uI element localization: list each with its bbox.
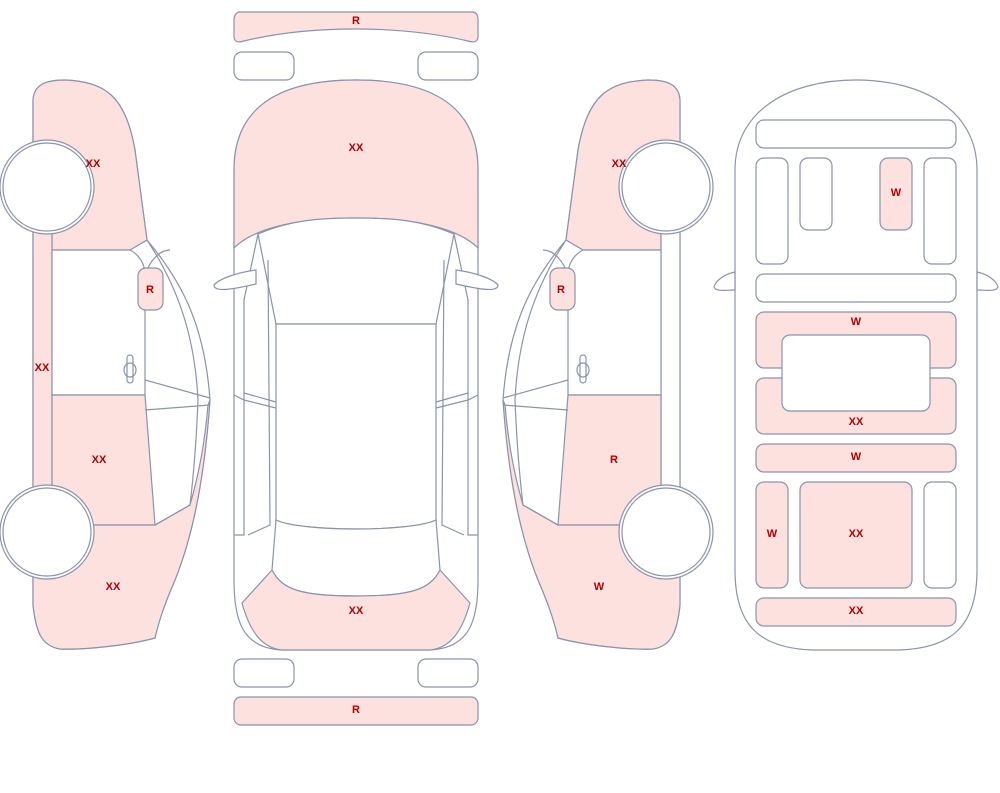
trunk-edge-label: W [851,451,862,463]
left-sill[interactable] [32,231,53,526]
interior-left-mirror[interactable] [713,271,736,291]
trunk-left-side-label: W [767,528,778,540]
rear-right-taillight[interactable] [417,658,479,688]
left-sill-label: XX [35,362,50,374]
rear-right-seat-label: W [891,187,902,199]
left-front-wheel[interactable] [2,142,92,232]
front-right-seat[interactable] [879,157,913,231]
top-view: R XX XX R [213,11,499,726]
interior-right-mirror[interactable] [976,271,999,291]
top-right-mirror[interactable] [455,269,499,290]
right-rear-quarter[interactable] [502,399,681,650]
right-sill[interactable] [660,231,681,526]
right-side-view [502,79,714,650]
rear-panel[interactable] [755,597,957,627]
rear-window[interactable] [271,519,441,597]
front-left-door-trim[interactable] [755,157,789,265]
left-front-door[interactable] [51,249,146,396]
trunk-floor[interactable] [799,481,913,589]
left-mirror-label: R [146,284,154,296]
right-front-wheel[interactable] [621,142,711,232]
front-left-seat[interactable] [799,157,833,231]
trunk-left-side[interactable] [755,481,789,589]
left-rear-wheel[interactable] [2,487,92,577]
right-mirror[interactable] [549,267,576,311]
left-mirror[interactable] [137,267,164,311]
right-front-fender-label: XX [612,158,627,170]
right-door-handle [579,354,587,384]
rear-seat[interactable] [781,334,931,412]
right-rear-wheel[interactable] [621,487,711,577]
trunk[interactable] [241,568,471,651]
left-front-fender-label: XX [86,158,101,170]
floor-front-label: W [851,316,862,328]
windshield[interactable] [257,217,455,325]
left-rear-quarter[interactable] [32,399,211,650]
roof[interactable] [275,323,437,533]
trunk-edge[interactable] [755,443,957,473]
left-rear-door-label: XX [92,454,107,466]
trunk-floor-label: XX [849,528,864,540]
left-rear-quarter-label: XX [106,581,121,593]
rear-bumper[interactable] [233,696,479,726]
front-bumper-label: R [352,15,360,27]
rear-left-taillight[interactable] [233,658,295,688]
front-bumper[interactable] [233,11,479,43]
right-rear-door-label: R [610,454,618,466]
rear-bumper-label: R [352,704,360,716]
right-mirror-label: R [557,284,565,296]
interior-view: W W XX W W XX XX [713,79,999,651]
floor-rear-label: XX [849,416,864,428]
top-left-mirror[interactable] [213,269,257,290]
front-right-headlight[interactable] [417,51,479,81]
hood-label: XX [349,142,364,154]
left-door-handle [126,354,134,384]
front-right-door-trim[interactable] [923,157,957,265]
left-side-view: XX R XX XX XX [0,79,211,650]
center-console[interactable] [755,273,957,303]
dashboard[interactable] [755,119,957,149]
trunk-label: XX [349,605,364,617]
rear-panel-label: XX [849,605,864,617]
right-rear-quarter-label: W [594,581,605,593]
front-left-headlight[interactable] [233,51,295,81]
trunk-right-side[interactable] [923,481,957,589]
right-front-door[interactable] [567,249,662,396]
